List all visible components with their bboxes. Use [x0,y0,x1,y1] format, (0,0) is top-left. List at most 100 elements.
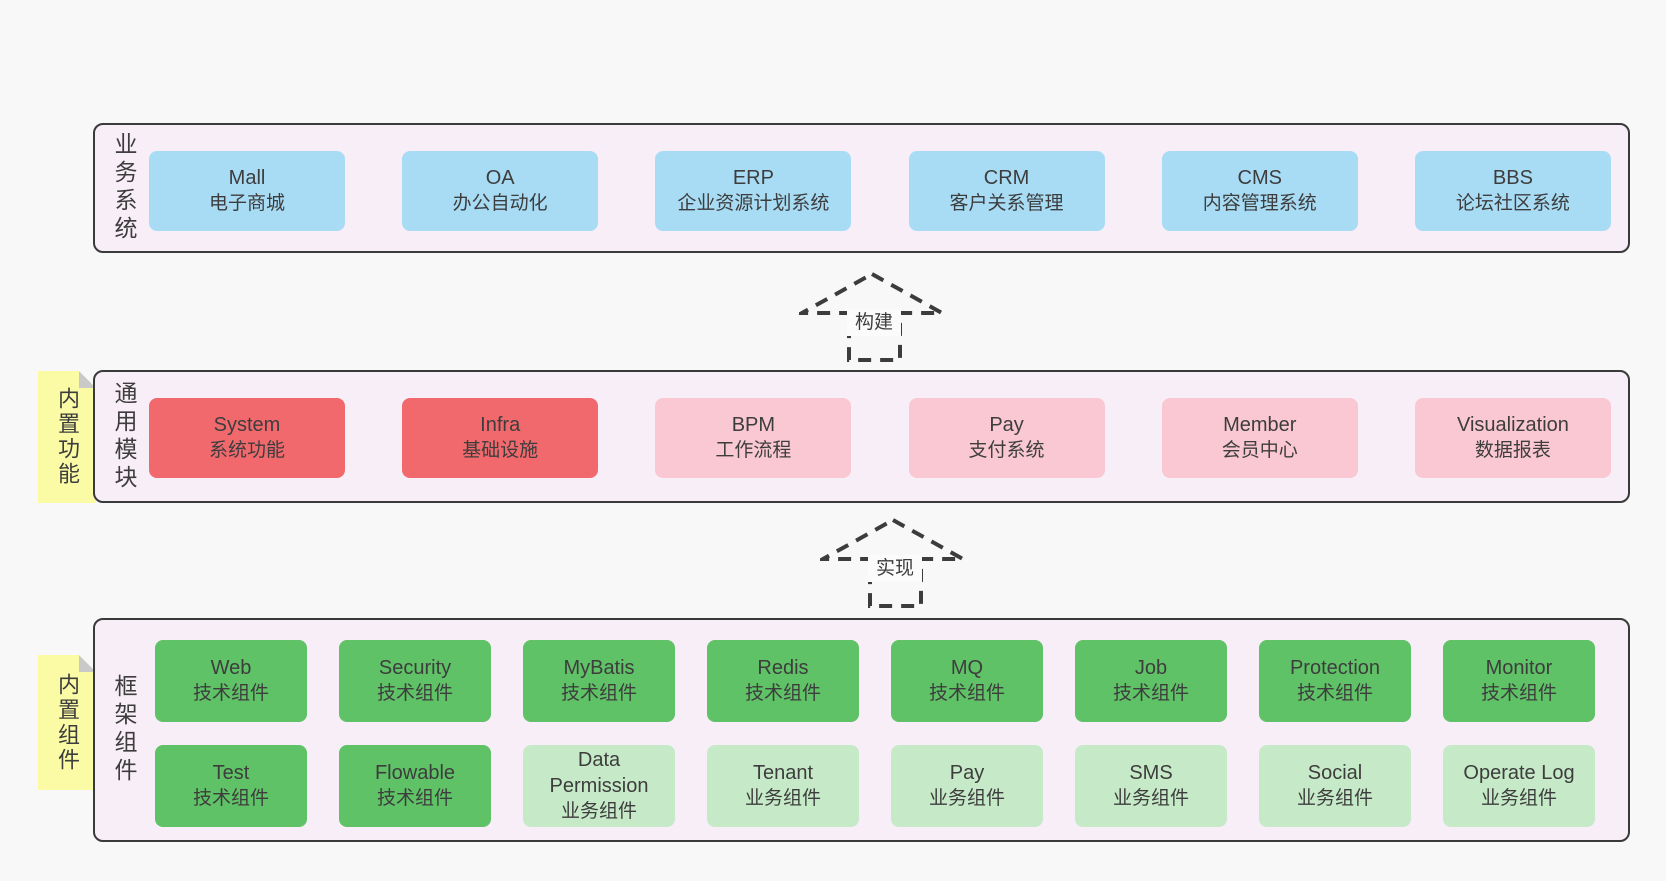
box-title: Pay [989,414,1024,436]
box-title: Security [378,657,452,679]
box-title: Operate Log [1463,762,1575,784]
box-subtitle: 技术组件 [192,788,269,809]
box-title: MyBatis [563,657,635,679]
box-title: BPM [731,414,776,436]
box-data-permission: Data Permission 业务组件 [523,745,675,827]
implement-arrow-label: 实现 [868,555,922,582]
box-subtitle: 技术组件 [1296,683,1373,704]
box-title: OA [485,167,515,189]
box-oa: OA 办公自动化 [402,151,599,231]
box-operate-log: Operate Log 业务组件 [1443,745,1595,827]
box-erp: ERP 企业资源计划系统 [655,151,852,231]
box-subtitle: 技术组件 [192,683,269,704]
box-title: SMS [1129,762,1173,784]
box-mall: Mall 电子商城 [149,151,345,231]
box-subtitle: 办公自动化 [452,193,548,214]
components-box-row-1: Web 技术组件 Security 技术组件 MyBatis 技术组件 Redi… [155,640,1595,722]
box-title: CMS [1237,167,1282,189]
box-subtitle: 数据报表 [1474,440,1551,461]
box-bpm: BPM 工作流程 [655,398,852,478]
box-title: BBS [1492,167,1533,189]
box-tenant: Tenant 业务组件 [707,745,859,827]
box-subtitle: 系统功能 [208,440,285,461]
box-subtitle: 论坛社区系统 [1455,193,1570,214]
box-flowable: Flowable 技术组件 [339,745,491,827]
box-mq: MQ 技术组件 [891,640,1043,722]
box-job: Job 技术组件 [1075,640,1227,722]
box-title: Infra [480,414,521,436]
box-subtitle: 业务组件 [744,788,821,809]
implement-arrow: 实现 [820,516,966,610]
builtin-functions-tab: 内置功能 [38,371,96,503]
box-subtitle: 技术组件 [376,683,453,704]
folded-corner-icon [79,371,96,388]
components-box-row-2: Test 技术组件 Flowable 技术组件 Data Permission … [155,745,1595,827]
box-subtitle: 业务组件 [1112,788,1189,809]
box-title: Social [1307,762,1363,784]
builtin-components-tab: 内置组件 [38,655,96,790]
box-title: Test [212,762,250,784]
box-title: CRM [983,167,1030,189]
box-subtitle: 客户关系管理 [949,193,1064,214]
box-subtitle: 会员中心 [1221,440,1298,461]
box-crm: CRM 客户关系管理 [908,151,1105,231]
box-protection: Protection 技术组件 [1259,640,1411,722]
box-title: Web [210,657,252,679]
box-title: System [213,414,281,436]
box-social: Social 业务组件 [1259,745,1411,827]
box-redis: Redis 技术组件 [707,640,859,722]
box-cms: CMS 内容管理系统 [1161,151,1358,231]
box-title: Protection [1289,657,1381,679]
box-subtitle: 基础设施 [462,440,539,461]
box-system: System 系统功能 [149,398,345,478]
builtin-functions-tab-label: 内置功能 [55,387,80,487]
box-mybatis: MyBatis 技术组件 [523,640,675,722]
box-infra: Infra 基础设施 [402,398,599,478]
box-subtitle: 业务组件 [928,788,1005,809]
business-layer-label: 业务系统 [111,132,137,244]
box-subtitle: 技术组件 [744,683,821,704]
box-subtitle: 业务组件 [1480,788,1557,809]
box-subtitle: 技术组件 [928,683,1005,704]
box-title: Tenant [752,762,814,784]
box-title: Mall [228,167,266,189]
box-subtitle: 业务组件 [560,801,637,822]
build-arrow: 构建 [799,270,945,364]
box-title: Member [1223,414,1297,436]
build-arrow-label: 构建 [847,309,901,336]
folded-corner-icon [79,655,96,672]
box-pay-component: Pay 业务组件 [891,745,1043,827]
box-web: Web 技术组件 [155,640,307,722]
box-title: MQ [950,657,984,679]
box-subtitle: 内容管理系统 [1202,193,1317,214]
box-subtitle: 技术组件 [560,683,637,704]
box-visualization: Visualization 数据报表 [1414,398,1611,478]
box-title: ERP [732,167,774,189]
modules-box-row: System 系统功能 Infra 基础设施 BPM 工作流程 Pay 支付系统… [149,398,1611,478]
box-subtitle: 技术组件 [1480,683,1557,704]
box-monitor: Monitor 技术组件 [1443,640,1595,722]
box-subtitle: 工作流程 [715,440,792,461]
box-subtitle: 电子商城 [208,193,285,214]
components-layer-label: 框架组件 [111,674,137,786]
box-subtitle: 技术组件 [376,788,453,809]
box-title: Redis [757,657,809,679]
box-pay-module: Pay 支付系统 [908,398,1105,478]
builtin-components-tab-label: 内置组件 [55,672,80,773]
box-title: Job [1134,657,1168,679]
box-sms: SMS 业务组件 [1075,745,1227,827]
box-member: Member 会员中心 [1161,398,1358,478]
box-title: Pay [949,762,985,784]
box-subtitle: 业务组件 [1296,788,1373,809]
box-title: Data Permission [549,749,649,797]
box-subtitle: 技术组件 [1112,683,1189,704]
box-subtitle: 支付系统 [968,440,1045,461]
box-test: Test 技术组件 [155,745,307,827]
box-security: Security 技术组件 [339,640,491,722]
modules-layer-label: 通用模块 [111,380,137,493]
box-subtitle: 企业资源计划系统 [677,193,830,214]
common-modules-layer: 通用模块 System 系统功能 Infra 基础设施 BPM 工作流程 Pay… [93,370,1630,503]
box-title: Visualization [1456,414,1569,436]
framework-components-layer: 框架组件 Web 技术组件 Security 技术组件 MyBatis 技术组件… [93,618,1630,842]
